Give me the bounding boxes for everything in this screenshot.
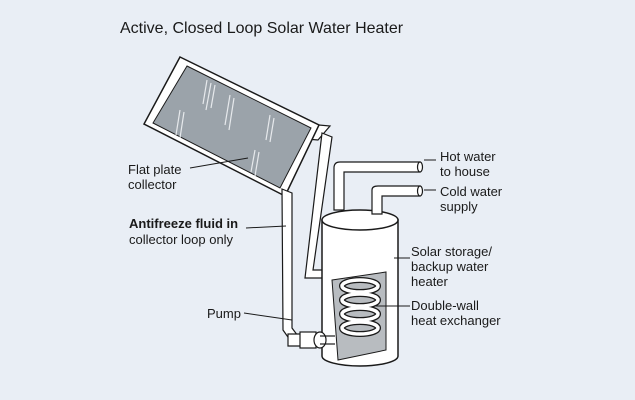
leader-lines [189,157,436,321]
antifreeze-label-bold: Antifreeze fluid in [129,216,239,231]
antifreeze-label: collector loop only [129,232,234,247]
storage-tank-label: Solar storage/ backup water heater [411,244,492,289]
glass-reflection-marks [175,79,275,177]
hot-water-label: Hot water to house [440,149,496,179]
pump-label: Pump [207,306,241,321]
heat-exchanger-label: Double-wall heat exchanger [411,298,501,328]
collector-label: Flat plate collector [128,162,182,192]
diagram-title: Active, Closed Loop Solar Water Heater [120,20,404,37]
pump [287,331,335,349]
cold-water-label: Cold water supply [440,184,503,214]
flat-plate-collector [142,56,332,198]
heat-exchanger-coil [331,271,387,361]
storage-tank [321,209,399,367]
house-water-pipes [333,161,424,215]
